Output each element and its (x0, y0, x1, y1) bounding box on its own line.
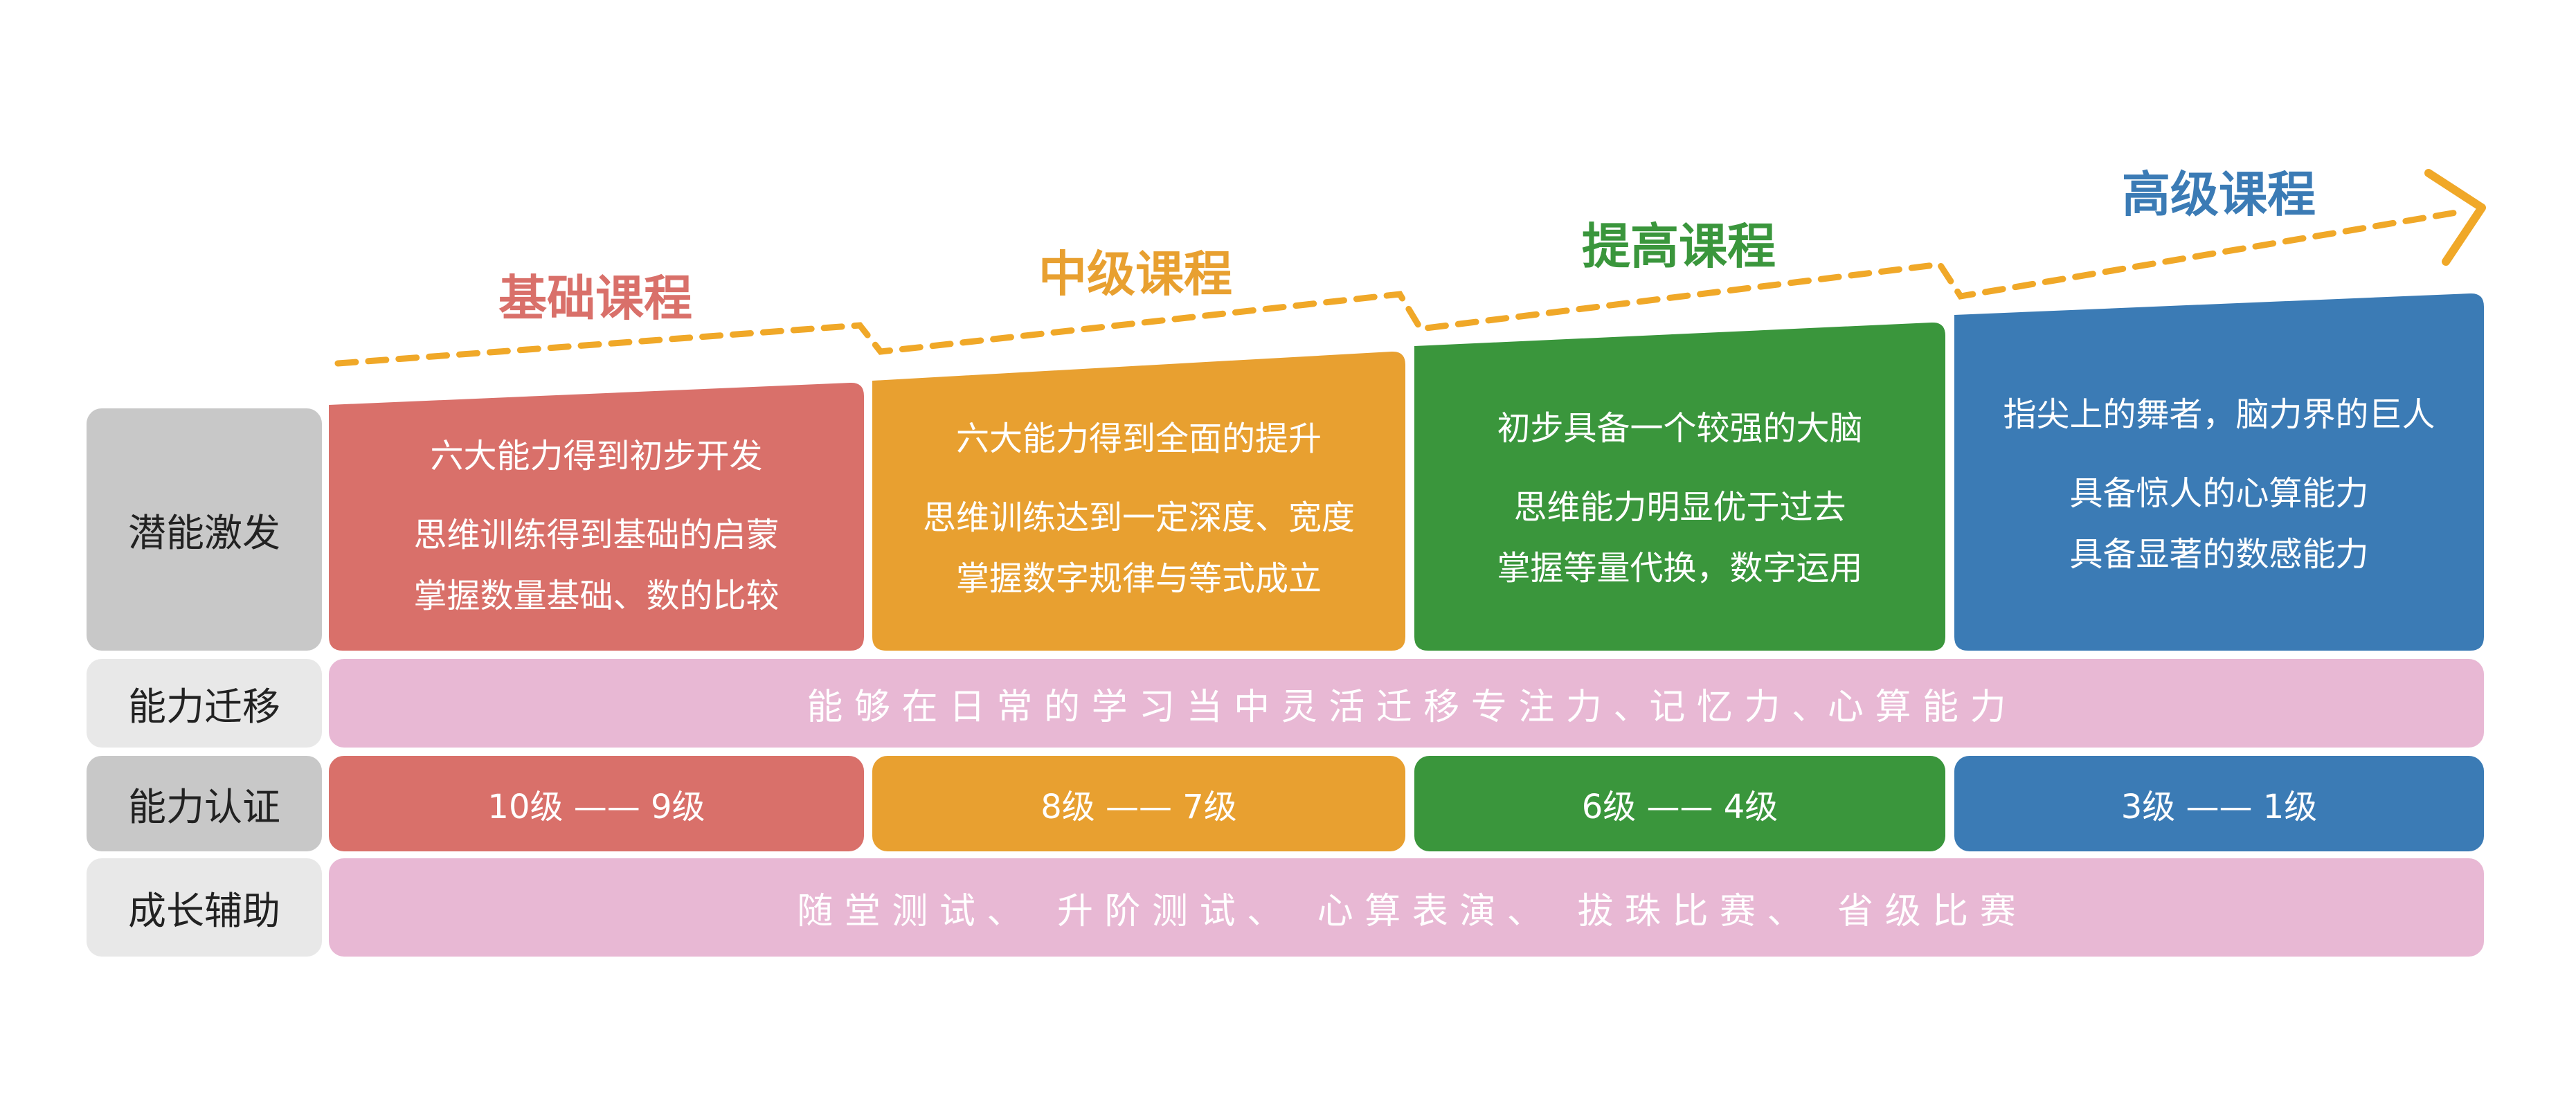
level-title-intermediate: 中级课程 (1038, 245, 1232, 302)
row-label-potential: 潜能激发 (127, 511, 280, 555)
transfer-text: 能 够 在 日 常 的 学 习 当 中 灵 活 迁 移 专 注 力 、记 忆 力… (807, 686, 2006, 728)
row-label-bg-certification (87, 756, 322, 851)
desc-line: 具备惊人的心算能力 (2069, 474, 2369, 513)
row-label-bg-potential (87, 408, 322, 651)
desc-line: 六大能力得到初步开发 (430, 437, 763, 476)
level-desc-intermediate: 六大能力得到全面的提升 思维训练达到一定深度、宽度 掌握数字规律与等式成立 (872, 405, 1405, 613)
cert-label-basic: 10级 —— 9级 (487, 788, 705, 826)
growth-band (329, 858, 2484, 957)
level-title-advanced: 提高课程 (1582, 217, 1776, 275)
cert-label-advanced: 6级 —— 4级 (1581, 788, 1778, 826)
level-block-intermediate (872, 351, 1405, 651)
level-block-senior (1954, 293, 2484, 651)
desc-line: 掌握数字规律与等式成立 (955, 559, 1322, 598)
row-label-growth: 成长辅助 (127, 889, 280, 933)
cert-cell-senior (1954, 756, 2484, 851)
cert-label-intermediate: 8级 —— 7级 (1041, 788, 1237, 826)
transfer-band (329, 659, 2484, 748)
cert-cell-advanced (1414, 756, 1945, 851)
arrow-head-icon (2424, 169, 2486, 266)
level-block-advanced (1414, 322, 1945, 651)
desc-line: 掌握数量基础、数的比较 (413, 577, 780, 615)
desc-line: 具备显著的数感能力 (2069, 535, 2369, 574)
level-title-basic: 基础课程 (498, 269, 692, 327)
level-desc-senior: 指尖上的舞者，脑力界的巨人 具备惊人的心算能力 具备显著的数感能力 (1954, 381, 2484, 588)
cert-cell-intermediate (872, 756, 1405, 851)
desc-line: 掌握等量代换，数字运用 (1497, 549, 1863, 588)
level-block-basic (329, 382, 864, 651)
row-label-bg-transfer (87, 659, 322, 748)
row-label-certification: 能力认证 (127, 785, 280, 829)
level-title-senior: 高级课程 (2122, 165, 2316, 223)
cert-cell-basic (329, 756, 864, 851)
row-label-bg-growth (87, 858, 322, 957)
desc-line: 思维能力明显优于过去 (1513, 488, 1846, 527)
level-desc-advanced: 初步具备一个较强的大脑 思维能力明显优于过去 掌握等量代换，数字运用 (1414, 395, 1945, 602)
desc-line: 指尖上的舞者，脑力界的巨人 (2003, 395, 2435, 434)
level-desc-basic: 六大能力得到初步开发 思维训练得到基础的启蒙 掌握数量基础、数的比较 (329, 422, 864, 630)
progression-dashed-arrow (334, 208, 2468, 367)
growth-text: 随 堂 测 试 、 升 阶 测 试 、 心 算 表 演 、 拔 珠 比 赛 、 … (797, 890, 2016, 932)
row-label-transfer: 能力迁移 (127, 685, 280, 729)
cert-label-senior: 3级 —— 1级 (2120, 788, 2318, 826)
desc-line: 初步具备一个较强的大脑 (1497, 409, 1863, 448)
desc-line: 思维训练得到基础的启蒙 (413, 516, 780, 554)
desc-line: 六大能力得到全面的提升 (955, 419, 1322, 458)
desc-line: 思维训练达到一定深度、宽度 (922, 498, 1355, 537)
